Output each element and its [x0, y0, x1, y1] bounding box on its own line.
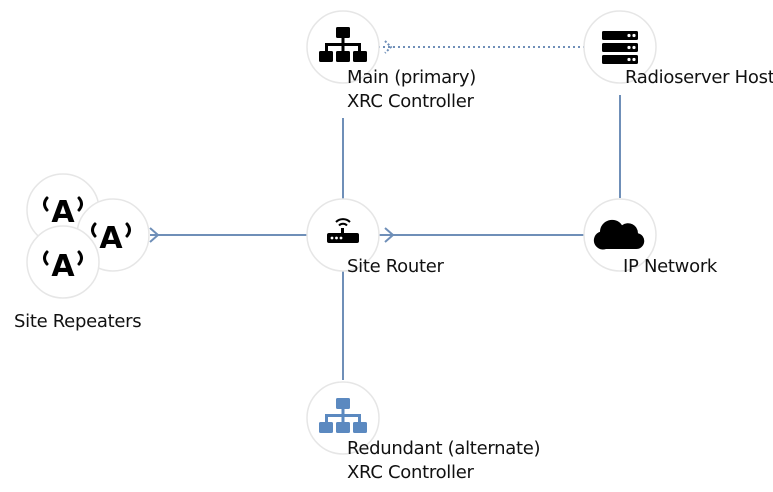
network-hierarchy-icon: [319, 27, 367, 62]
cloud-icon: [593, 219, 645, 250]
arrowhead-repeaters: [149, 227, 160, 243]
arrowhead-router: [384, 227, 395, 243]
router-icon: [327, 218, 359, 243]
redundant-controller-label: Redundant (alternate) XRC Controller: [347, 437, 541, 485]
radio-tower-icon: A: [43, 249, 83, 284]
main-controller-label-line1: Main (primary): [347, 67, 476, 88]
radio-tower-icon: A: [43, 195, 83, 230]
connectors: [149, 40, 621, 380]
redundant-controller-label-line1: Redundant (alternate): [347, 438, 541, 459]
radio-tower-icon: A: [91, 221, 131, 256]
main-controller-label-line2: XRC Controller: [347, 91, 474, 112]
tower-glyph: A: [51, 249, 75, 284]
main-controller-label: Main (primary) XRC Controller: [347, 66, 476, 114]
redundant-controller-label-line2: XRC Controller: [347, 462, 474, 483]
radioserver-label: Radioserver Host: [625, 67, 773, 88]
repeater-circle-3: [26, 225, 100, 299]
tower-glyph: A: [51, 195, 75, 230]
arrowhead-dotted: [384, 40, 393, 54]
site-router-label: Site Router: [347, 256, 444, 277]
site-repeaters-label: Site Repeaters: [14, 311, 142, 332]
server-rack-icon: [602, 31, 638, 64]
tower-glyph: A: [99, 221, 123, 256]
ip-network-label: IP Network: [623, 256, 718, 277]
network-hierarchy-icon: [319, 398, 367, 433]
